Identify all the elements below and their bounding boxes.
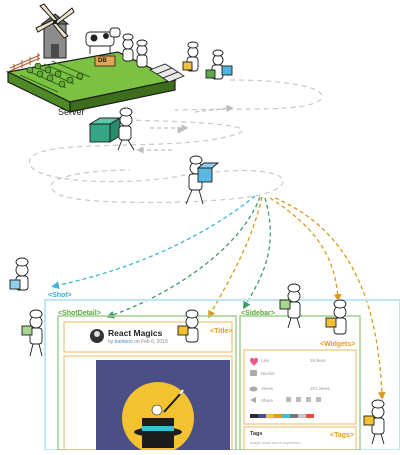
tags-tag: <Tags>: [330, 432, 354, 439]
shot-title: React Magics: [108, 328, 163, 338]
shot-date: on Feb 6, 2015: [134, 339, 168, 345]
chef-shot-receiver: [9, 257, 29, 291]
data-flow-path: [29, 79, 323, 204]
db-sign-text: DB: [98, 58, 107, 64]
server-label: Server: [58, 107, 85, 117]
chef-title-receiver: [177, 309, 199, 343]
eye-icon: [249, 386, 258, 392]
chef-tags-receiver: [363, 399, 385, 445]
server-farm-illustration: [6, 3, 233, 113]
tags-list: magic react about superman: [250, 440, 301, 445]
sidebar-tag: <Sidebar>: [241, 310, 275, 317]
author-link[interactable]: bamboo: [114, 339, 133, 345]
byline-prefix: by: [108, 339, 114, 345]
tags-heading: Tags: [250, 431, 263, 437]
widgets-box: [243, 349, 357, 425]
share-icon: [250, 397, 256, 403]
shot-image-magic-hat: [96, 360, 230, 454]
share-social-icons: [286, 397, 321, 402]
chef-widgets-receiver: [325, 299, 347, 335]
chef-with-blue-box: [185, 155, 220, 205]
stat-share-label[interactable]: Share: [261, 398, 274, 403]
color-palette: [250, 414, 314, 418]
title-box: [63, 321, 233, 353]
stat-views-value: 261 views: [310, 386, 331, 391]
shot-detail-tag: <ShotDetail>: [58, 310, 101, 317]
widgets-tag: <Widgets>: [320, 341, 356, 348]
stat-bucket-label[interactable]: Bucket: [261, 371, 275, 376]
sidebar-box: [239, 315, 361, 451]
shot-tag: <Shot>: [48, 292, 72, 299]
heart-icon: [250, 357, 258, 366]
widget-rows: [249, 357, 321, 418]
bucket-icon: [250, 370, 257, 376]
stat-views-label: Views: [261, 386, 273, 391]
stat-like-value: 26 likes: [310, 358, 326, 363]
shot-byline: by bamboo on Feb 6, 2015: [108, 339, 168, 345]
chef-sidebar-receiver: [279, 283, 301, 329]
stat-like-label[interactable]: Like: [261, 358, 270, 363]
chef-shotdetail-receiver: [21, 309, 43, 357]
title-tag: <Title>: [210, 328, 233, 335]
chef-with-green-box: [88, 107, 135, 151]
